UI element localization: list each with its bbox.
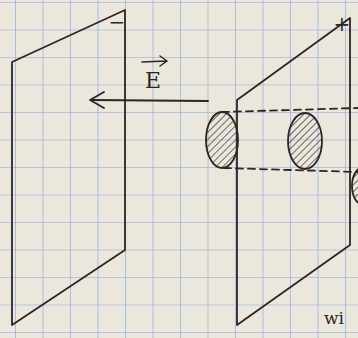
negative-plate (12, 10, 125, 325)
positive-plate (237, 18, 350, 325)
note-text: wi (324, 310, 344, 327)
cylinder-edge (222, 108, 358, 112)
charge-sign: − (109, 12, 126, 32)
arrow-head (90, 92, 104, 108)
field-arrow (92, 100, 208, 101)
field-label: E (145, 70, 161, 92)
vector-mark (142, 56, 167, 66)
cylinder-end (352, 168, 358, 204)
cylinder-edge (224, 168, 358, 172)
cylinder-end (206, 112, 238, 168)
cylinder-section (288, 113, 322, 169)
charge-sign: + (334, 14, 351, 34)
